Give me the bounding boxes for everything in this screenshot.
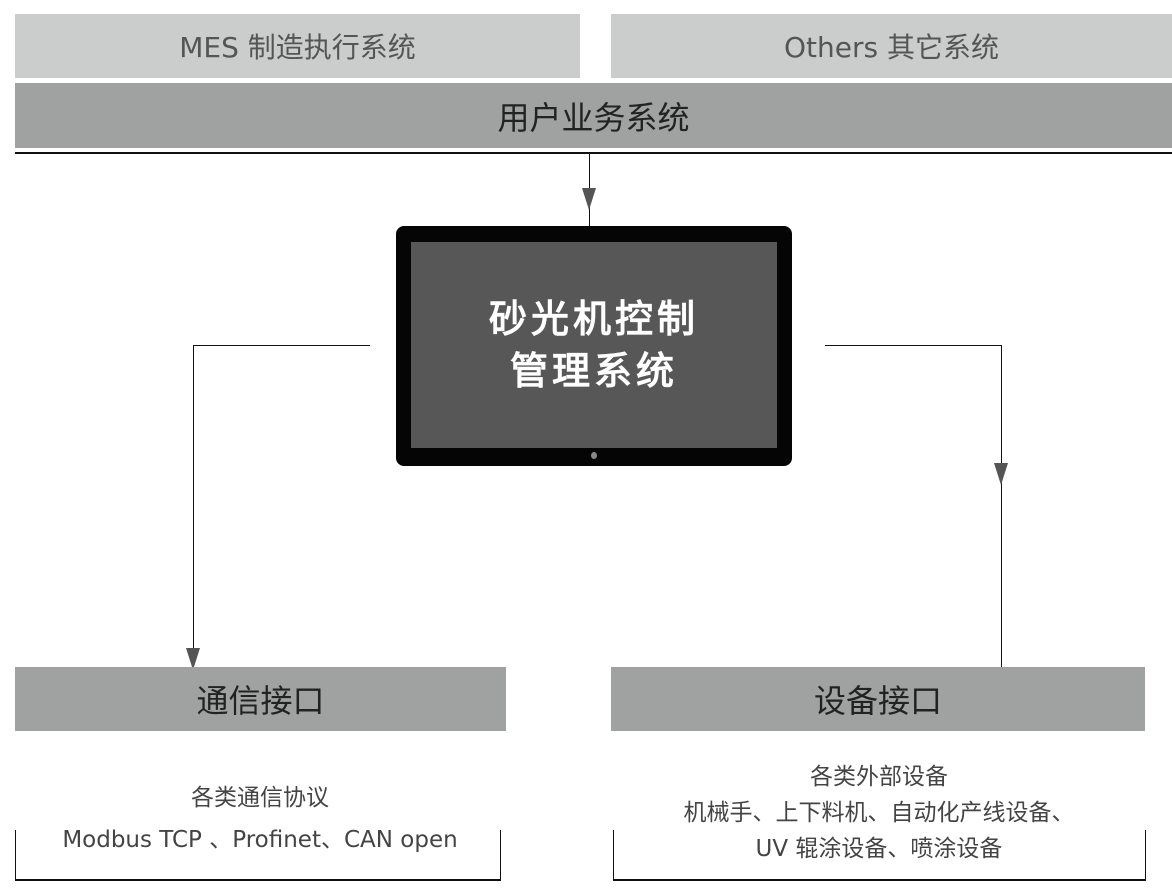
divider bbox=[15, 152, 1172, 154]
device-desc-line1: 机械手、上下料机、自动化产线设备、 bbox=[683, 800, 1075, 826]
comm-desc-frame bbox=[15, 830, 501, 881]
center-title-line2: 管理系统 bbox=[509, 349, 678, 393]
comm-desc-items: Modbus TCP 、Profinet、CAN open bbox=[62, 827, 458, 853]
user-business-box: 用户业务系统 bbox=[15, 83, 1172, 148]
arrow-down-icon bbox=[582, 188, 596, 210]
mes-system-box: MES 制造执行系统 bbox=[15, 14, 580, 78]
comm-desc-title: 各类通信协议 bbox=[191, 785, 329, 811]
user-business-label: 用户业务系统 bbox=[497, 98, 690, 137]
connector-left-v bbox=[193, 345, 194, 667]
comm-desc: 各类通信协议 Modbus TCP 、Profinet、CAN open bbox=[15, 780, 505, 858]
device-desc-line2: UV 辊涂设备、喷涂设备 bbox=[755, 836, 1003, 862]
monitor: 砂光机控制 管理系统 bbox=[396, 226, 792, 466]
connector-left-h bbox=[193, 345, 370, 346]
monitor-screen: 砂光机控制 管理系统 bbox=[411, 242, 777, 448]
comm-interface-box: 通信接口 bbox=[15, 667, 506, 731]
mes-system-label: MES 制造执行系统 bbox=[179, 31, 416, 64]
arrow-down-icon bbox=[186, 648, 200, 670]
device-desc-title: 各类外部设备 bbox=[810, 764, 948, 790]
comm-interface-title: 通信接口 bbox=[196, 682, 325, 720]
device-interface-box: 设备接口 bbox=[611, 667, 1145, 731]
arrow-down-icon bbox=[994, 463, 1008, 485]
device-desc-frame bbox=[613, 830, 1146, 881]
device-desc: 各类外部设备 机械手、上下料机、自动化产线设备、 UV 辊涂设备、喷涂设备 bbox=[599, 759, 1159, 867]
device-interface-title: 设备接口 bbox=[813, 682, 942, 720]
others-system-box: Others 其它系统 bbox=[611, 14, 1172, 78]
connector-right-h bbox=[825, 345, 1001, 346]
connector-right-v bbox=[1001, 345, 1002, 667]
others-system-label: Others 其它系统 bbox=[784, 31, 999, 64]
apple-logo-icon bbox=[591, 452, 597, 459]
center-title-line1: 砂光机控制 bbox=[488, 297, 699, 341]
